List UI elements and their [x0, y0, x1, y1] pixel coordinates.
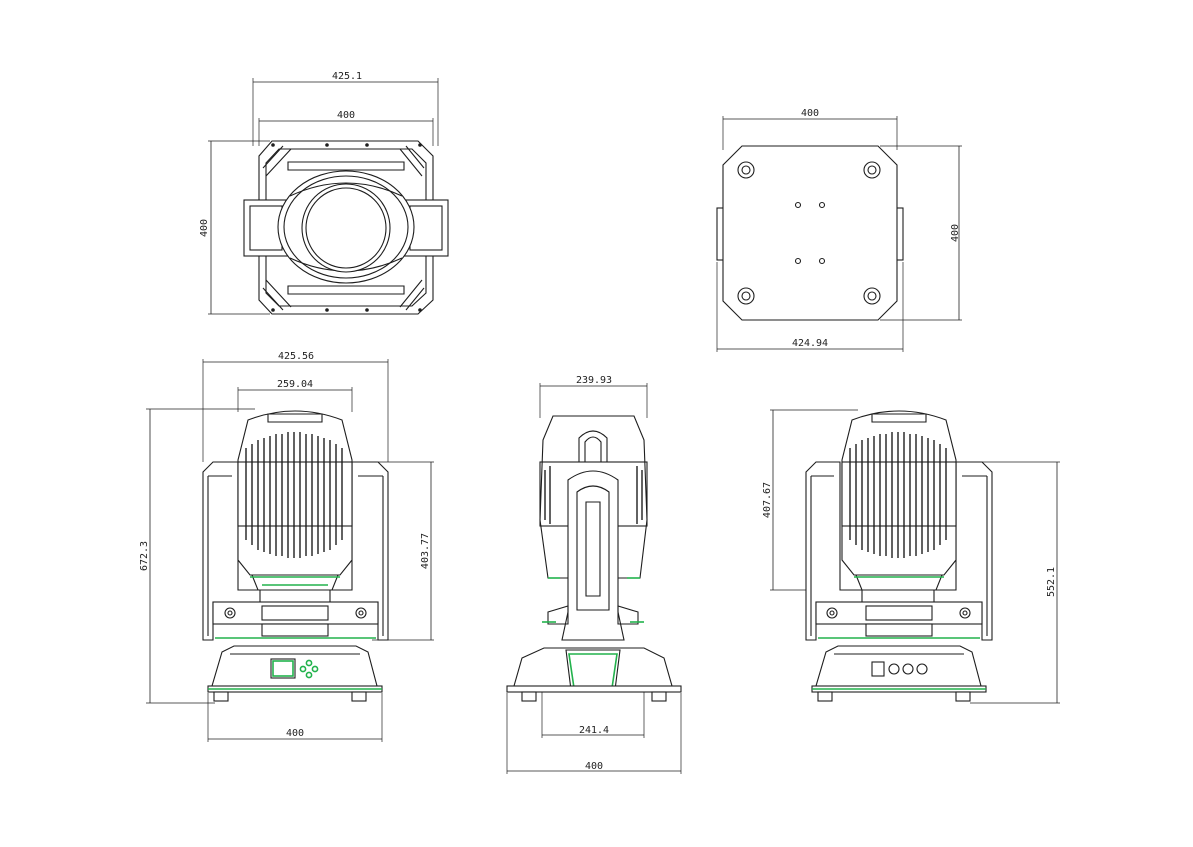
dim-back-total-height: 552.1: [1046, 567, 1057, 597]
dim-front-total-height: 672.3: [139, 541, 150, 571]
dim-side-base-width: 400: [585, 761, 603, 772]
dim-bottom-width: 400: [801, 108, 819, 119]
top-view: 425.1 400 400: [199, 71, 449, 315]
dim-front-arm-width: 425.56: [278, 351, 314, 362]
dim-front-base-width: 400: [286, 728, 304, 739]
dim-side-head-width: 239.93: [576, 375, 612, 386]
dim-back-head-height: 407.67: [762, 482, 773, 518]
dim-front-head-width: 259.04: [277, 379, 313, 390]
dim-front-head-height: 403.77: [420, 533, 431, 569]
side-view: 239.93 241.4 400: [506, 375, 682, 774]
dim-top-depth: 400: [199, 219, 210, 237]
heatsink-fins-back: [849, 432, 947, 558]
heatsink-fins-front: [245, 432, 343, 558]
dim-top-inner-width: 400: [337, 110, 355, 121]
dim-side-base-inner: 241.4: [579, 725, 609, 736]
front-view: 425.56 259.04 672.3 403.77 400: [139, 351, 434, 742]
dim-bottom-depth: 400: [950, 224, 961, 242]
bottom-view: 400 400 424.94: [716, 108, 962, 352]
back-view: 407.67 552.1: [762, 409, 1060, 704]
dim-bottom-outer-width: 424.94: [792, 338, 828, 349]
dim-top-outer-width: 425.1: [332, 71, 362, 82]
